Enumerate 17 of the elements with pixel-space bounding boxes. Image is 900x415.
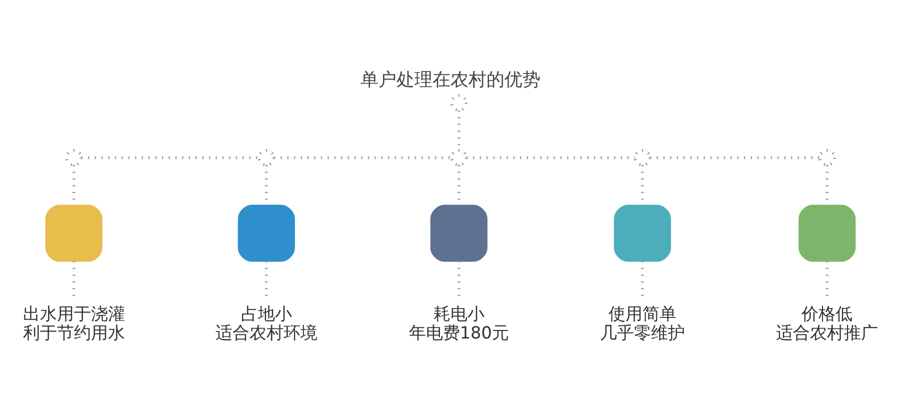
node-icon [798, 204, 856, 262]
node-text: 耗电小 年电费180元 [408, 303, 508, 342]
node-icon [237, 204, 294, 262]
node-circle [257, 149, 275, 166]
node-icon [44, 204, 102, 262]
node-circle [64, 149, 82, 166]
node-text: 使用简单 几乎零维护 [599, 303, 684, 342]
node-text: 价格低 适合农村推广 [776, 303, 878, 342]
node-text: 占地小 适合农村环境 [214, 303, 317, 342]
node-circle [450, 94, 468, 112]
node-circle [818, 149, 836, 166]
diagram-title: 单户处理在农村的优势 [360, 69, 540, 90]
node-icon [430, 204, 487, 262]
node-circle [450, 149, 468, 166]
node-text: 出水用于浇灌 利于节约用水 [22, 303, 124, 342]
node-circle [633, 149, 651, 166]
node-icon [613, 204, 670, 262]
